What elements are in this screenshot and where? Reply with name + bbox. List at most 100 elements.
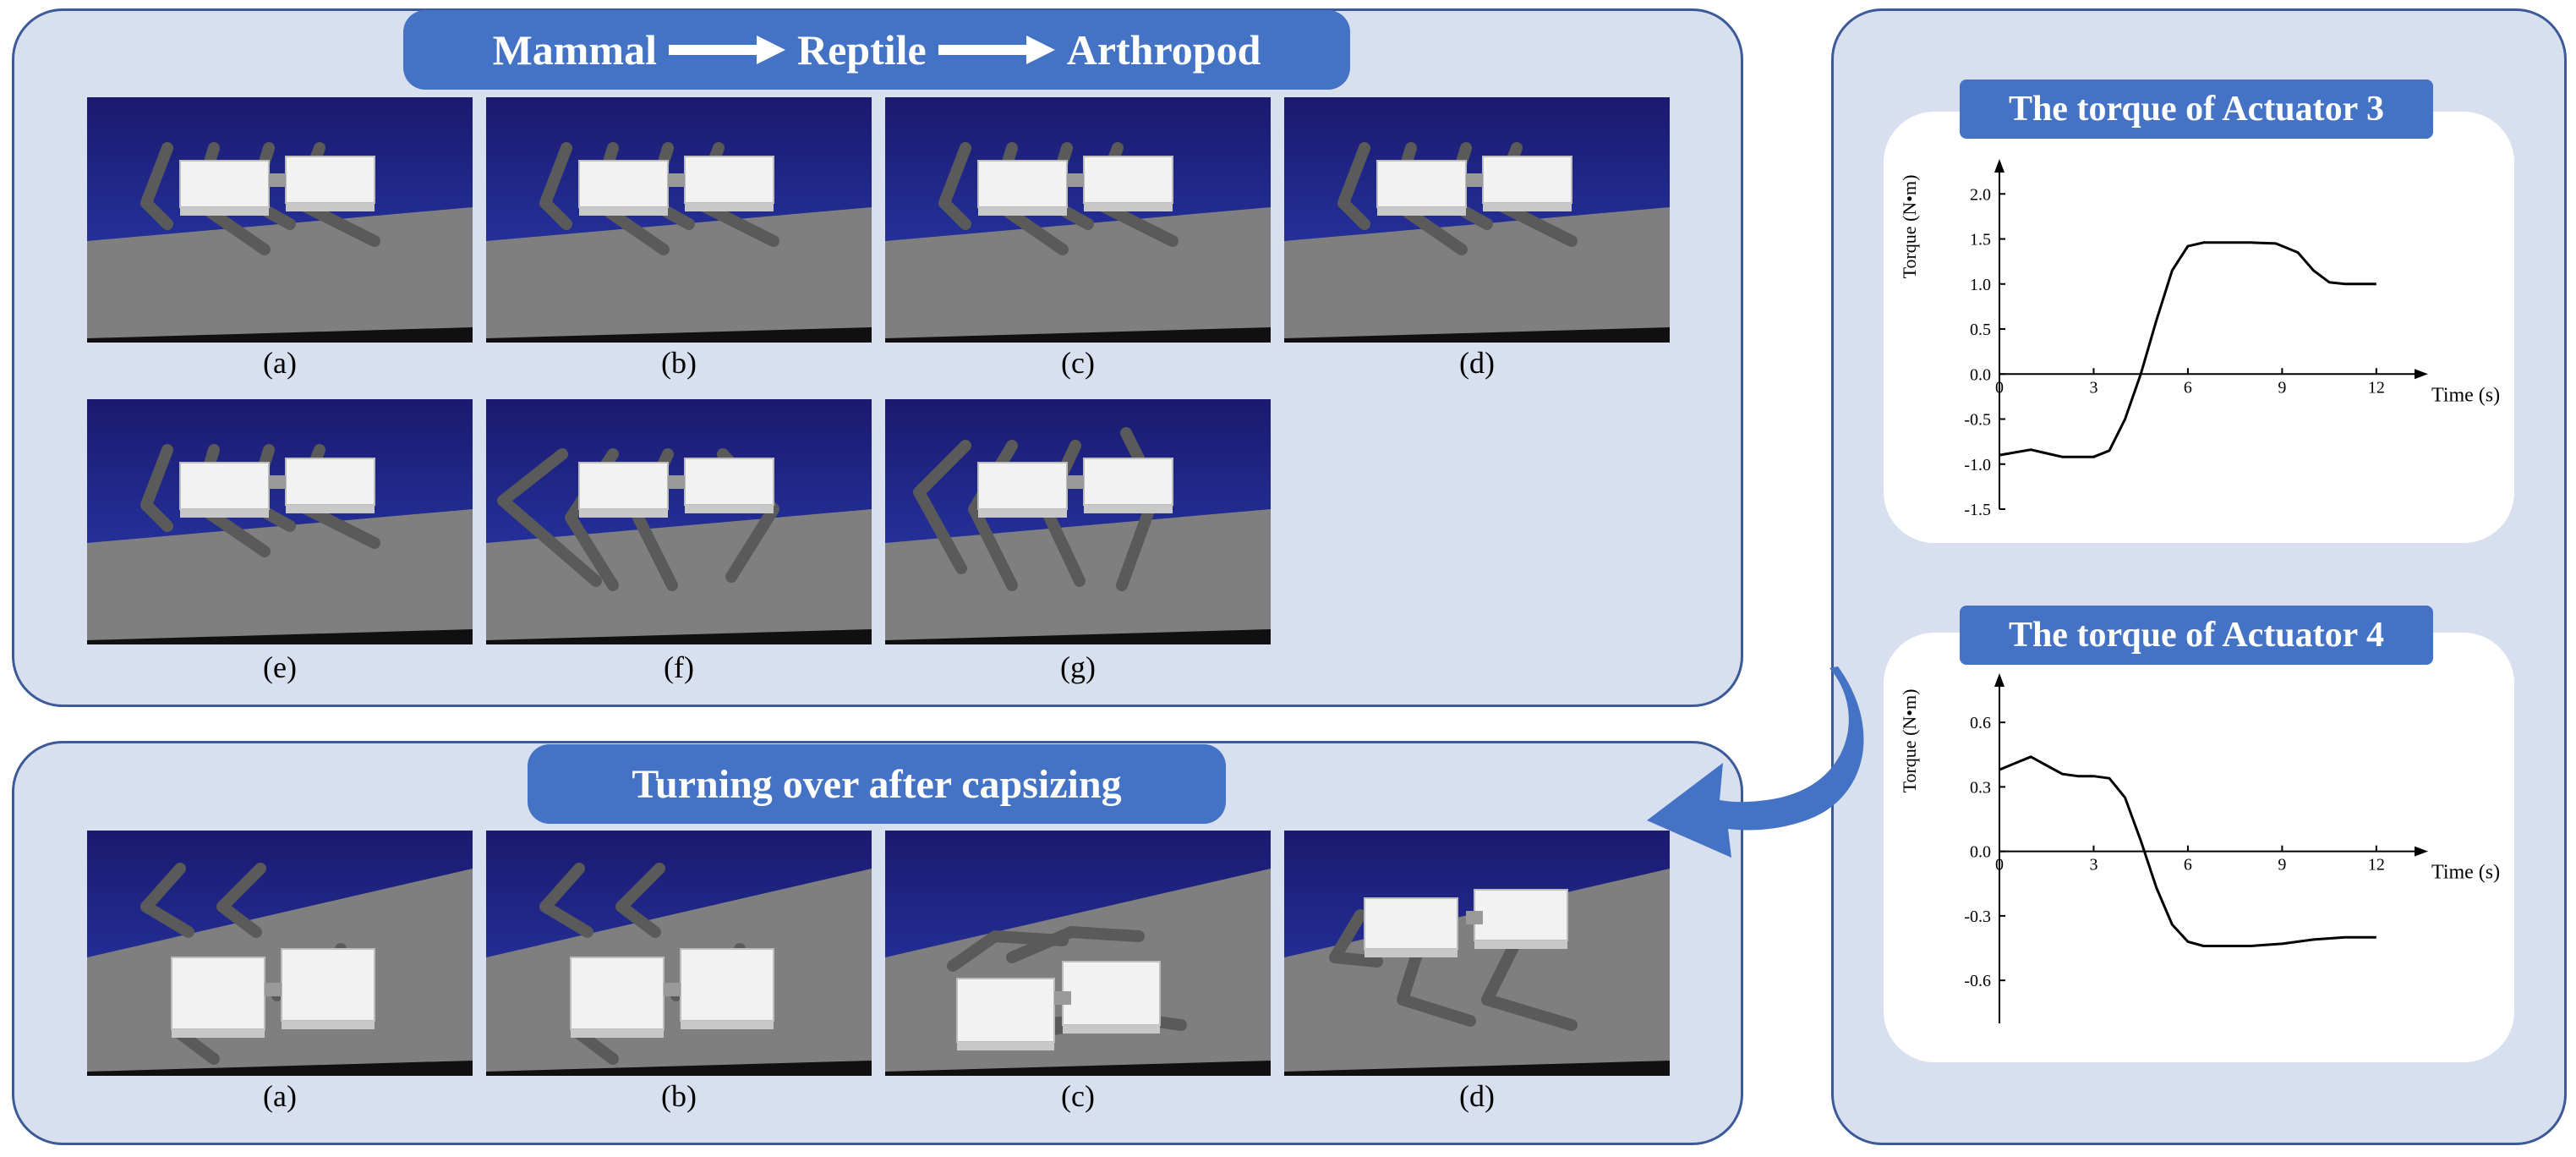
robot-body-front — [171, 957, 265, 1030]
robot-leg — [497, 448, 602, 587]
robot-body-rear — [285, 156, 375, 204]
robot-leg — [140, 863, 194, 938]
y-tick-label: 1.0 — [1970, 276, 1991, 294]
gait-frame-a — [87, 97, 473, 343]
robot-joint-link — [664, 983, 681, 996]
robot-body-front-side — [579, 207, 668, 216]
torque-chart-card-actuator-4 — [1884, 633, 2514, 1062]
title-reptile: Reptile — [796, 26, 927, 74]
ground-edge — [885, 327, 1271, 343]
right-arrow-icon — [668, 25, 785, 74]
x-tick-label: 9 — [2278, 856, 2286, 875]
gait-transition-title: Mammal Reptile Arthropod — [403, 10, 1350, 90]
gait-frame-d — [1284, 97, 1670, 343]
ground-edge — [486, 1061, 872, 1076]
gait-frame-e — [87, 399, 473, 644]
turn-frame-b — [486, 831, 872, 1076]
robot-model — [938, 142, 1179, 255]
robot-leg — [615, 863, 665, 938]
turn-caption-c: (c) — [1061, 1079, 1095, 1113]
robot-body-rear — [1083, 156, 1173, 204]
robot-joint-link — [668, 173, 685, 187]
robot-joint-link — [1466, 173, 1483, 187]
turn-frame-c — [885, 831, 1271, 1076]
x-tick-label: 6 — [2184, 378, 2192, 397]
x-tick-label: 3 — [2089, 856, 2097, 875]
robot-joint-link — [1466, 911, 1483, 924]
robot-model — [140, 863, 375, 1065]
turn-frame-d — [1284, 831, 1670, 1076]
y-tick-label: 0.5 — [1970, 321, 1991, 339]
robot-model — [947, 926, 1187, 1050]
robot-leg — [1329, 909, 1383, 968]
x-tick-label: 0 — [1995, 856, 2004, 875]
ground-edge — [87, 1061, 473, 1076]
ground-edge — [1284, 327, 1670, 343]
robot-model — [497, 448, 779, 591]
robot-body-front — [1376, 160, 1467, 208]
robot-body-front-side — [172, 1029, 265, 1038]
robot-body-rear — [1474, 889, 1568, 941]
robot-leg — [938, 142, 971, 230]
x-tick-label: 6 — [2184, 856, 2192, 875]
robot-leg — [539, 142, 572, 230]
robot-joint-link — [668, 475, 685, 489]
robot-body-front — [578, 160, 669, 208]
robot-body-rear-side — [1063, 1025, 1160, 1034]
gait-caption-c: (c) — [1061, 346, 1095, 380]
robot-body-rear-side — [681, 1021, 774, 1029]
title-arthropod: Arthropod — [1066, 26, 1261, 74]
x-axis-label: Time (s) — [2431, 384, 2500, 406]
turning-over-title: Turning over after capsizing — [528, 744, 1226, 824]
ground-edge — [885, 1061, 1271, 1076]
robot-body-front-side — [571, 1029, 664, 1038]
robot-body-front — [578, 462, 669, 510]
gait-caption-d: (d) — [1459, 346, 1495, 380]
gait-frame-c — [885, 97, 1271, 343]
y-tick-label: -1.5 — [1964, 501, 1991, 519]
y-tick-label: -0.3 — [1964, 908, 1991, 926]
y-tick-label: 1.5 — [1970, 231, 1991, 249]
chart-title-actuator-3: The torque of Actuator 3 — [1960, 80, 2433, 139]
gait-caption-e: (e) — [263, 650, 297, 684]
y-tick-label: -1.0 — [1964, 456, 1991, 474]
ground-edge — [486, 629, 872, 644]
x-tick-label: 9 — [2278, 378, 2286, 397]
y-tick-label: 2.0 — [1970, 185, 1991, 204]
robot-body-front-side — [1365, 949, 1458, 957]
x-axis-arrow — [2415, 846, 2428, 857]
robot-model — [1329, 889, 1578, 1031]
robot-body-rear — [1083, 458, 1173, 506]
robot-body-rear — [1062, 961, 1161, 1026]
y-axis-label: Torque (N•m) — [1899, 175, 1920, 279]
x-axis-arrow — [2415, 369, 2428, 380]
robot-body-front — [570, 957, 665, 1030]
robot-body-front-side — [978, 207, 1067, 216]
robot-body-rear — [684, 458, 774, 506]
y-tick-label: -0.5 — [1964, 411, 1991, 430]
gait-frame-g — [885, 399, 1271, 644]
y-axis-arrow — [1994, 159, 2004, 173]
robot-body-rear-side — [286, 203, 375, 211]
robot-body-rear-side — [1474, 940, 1567, 949]
robot-body-rear — [684, 156, 774, 204]
gait-caption-b: (b) — [661, 346, 697, 380]
turn-caption-b: (b) — [661, 1079, 697, 1113]
robot-leg — [1006, 926, 1145, 963]
robot-body-front-side — [1377, 207, 1466, 216]
robot-model — [1337, 142, 1578, 255]
robot-leg — [140, 142, 173, 230]
y-axis-arrow — [1994, 673, 2004, 687]
robot-model — [913, 427, 1173, 591]
robot-body-front — [977, 462, 1068, 510]
torque-curve — [1999, 241, 2376, 458]
robot-body-front-side — [957, 1042, 1054, 1050]
ground-edge — [87, 629, 473, 644]
robot-body-front-side — [978, 509, 1067, 518]
robot-body-front — [956, 978, 1055, 1043]
gait-caption-g: (g) — [1060, 650, 1096, 684]
robot-leg — [216, 863, 266, 938]
robot-joint-link — [269, 173, 286, 187]
